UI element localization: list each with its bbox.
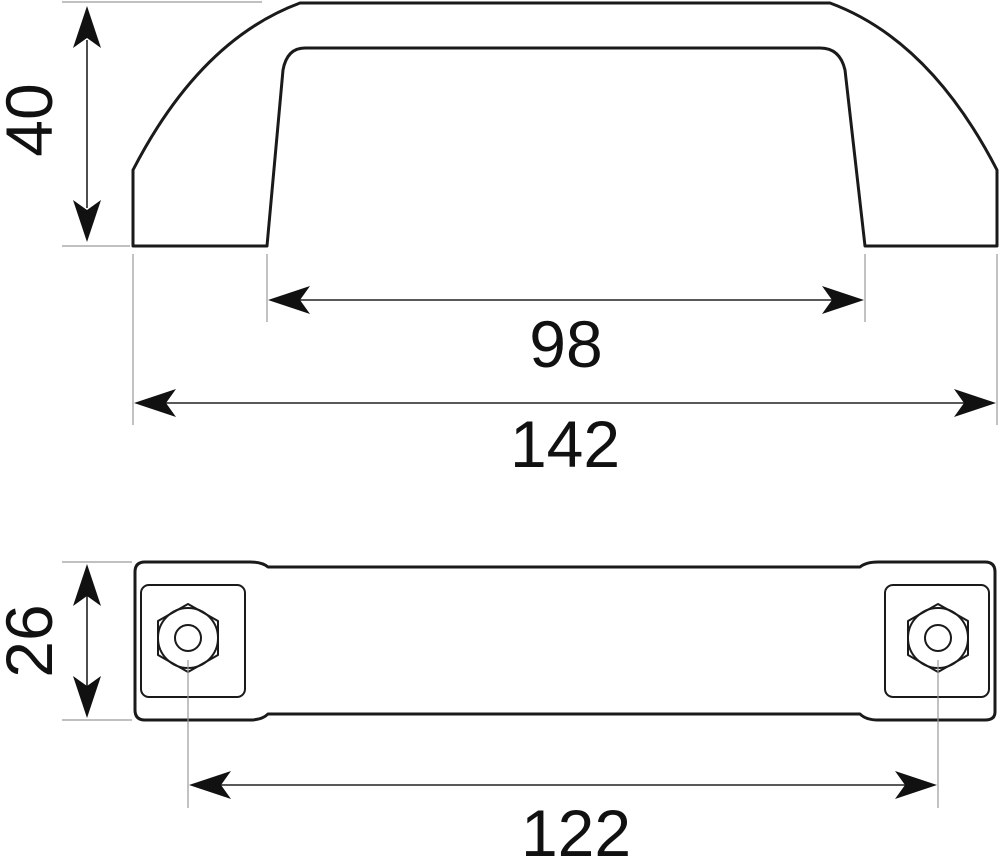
arrow-left-icon [268, 286, 310, 314]
arrow-up-icon [73, 6, 101, 48]
dimension-height: 40 [0, 6, 101, 242]
bolt-hole-icon [174, 624, 202, 652]
handle-top-outline [133, 560, 997, 722]
arrow-left-icon [189, 771, 231, 799]
dimension-inner-width-label: 98 [529, 307, 602, 381]
arrow-up-icon [73, 564, 101, 606]
left-pad-outline [140, 584, 246, 698]
handle-side-profile [131, 1, 999, 248]
dimension-depth-label: 26 [0, 604, 66, 677]
dimension-depth: 26 [0, 564, 101, 718]
side-view: 40 98 142 [0, 1, 999, 481]
arrow-left-icon [134, 389, 176, 417]
dimension-mount-spacing-label: 122 [521, 796, 631, 860]
dimension-height-label: 40 [0, 83, 66, 156]
arrow-right-icon [954, 389, 996, 417]
dimension-overall-width: 142 [134, 389, 996, 481]
arrow-down-icon [73, 676, 101, 718]
dimension-inner-width: 98 [268, 286, 864, 381]
dimension-overall-width-label: 142 [510, 407, 620, 481]
arrow-down-icon [73, 200, 101, 242]
arrow-right-icon [822, 286, 864, 314]
bolt-hole-icon [924, 624, 952, 652]
top-view: 26 122 [0, 560, 997, 860]
dimension-mount-spacing: 122 [189, 771, 937, 860]
arrow-right-icon [895, 771, 937, 799]
right-pad-outline [884, 584, 990, 698]
